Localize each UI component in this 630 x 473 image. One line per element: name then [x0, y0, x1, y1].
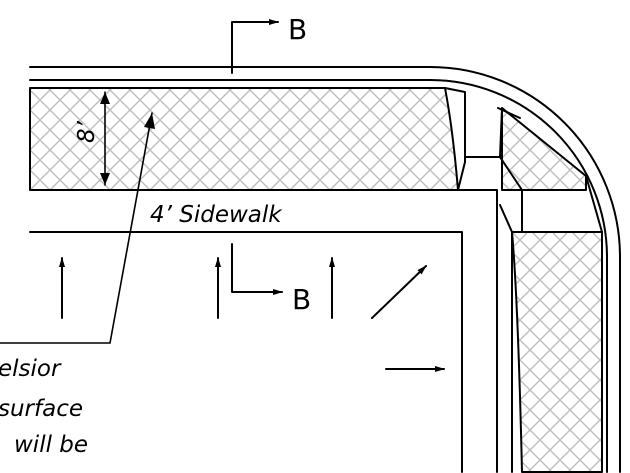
note-line-3: will be	[14, 432, 88, 458]
section-cut-top	[231, 19, 279, 74]
note-leader-arrowhead	[144, 113, 155, 129]
dimension-arrow-down	[100, 173, 110, 185]
section-label-bottom: B	[292, 283, 311, 316]
hatched-corner-piece	[501, 107, 587, 191]
section-cut-bottom	[231, 243, 283, 295]
sidewalk-label: 4’ Sidewalk	[150, 202, 283, 228]
note-line-1: elsior	[0, 356, 62, 382]
arrow-diagonal-icon	[371, 265, 427, 319]
corner-joint-lines	[444, 87, 603, 233]
section-label-top: B	[288, 13, 307, 46]
note-line-2: surface	[0, 396, 83, 422]
width-dimension-label: 8’	[74, 120, 100, 143]
hatched-strip-vertical	[511, 231, 603, 473]
inner-curb-line	[29, 79, 608, 473]
sidewalk-edge-bottom	[29, 231, 463, 473]
note-leader-line	[0, 112, 153, 344]
outer-curb-line	[29, 66, 621, 473]
sidewalk-edge-top	[29, 189, 498, 473]
dimension-arrow-up	[100, 92, 110, 104]
